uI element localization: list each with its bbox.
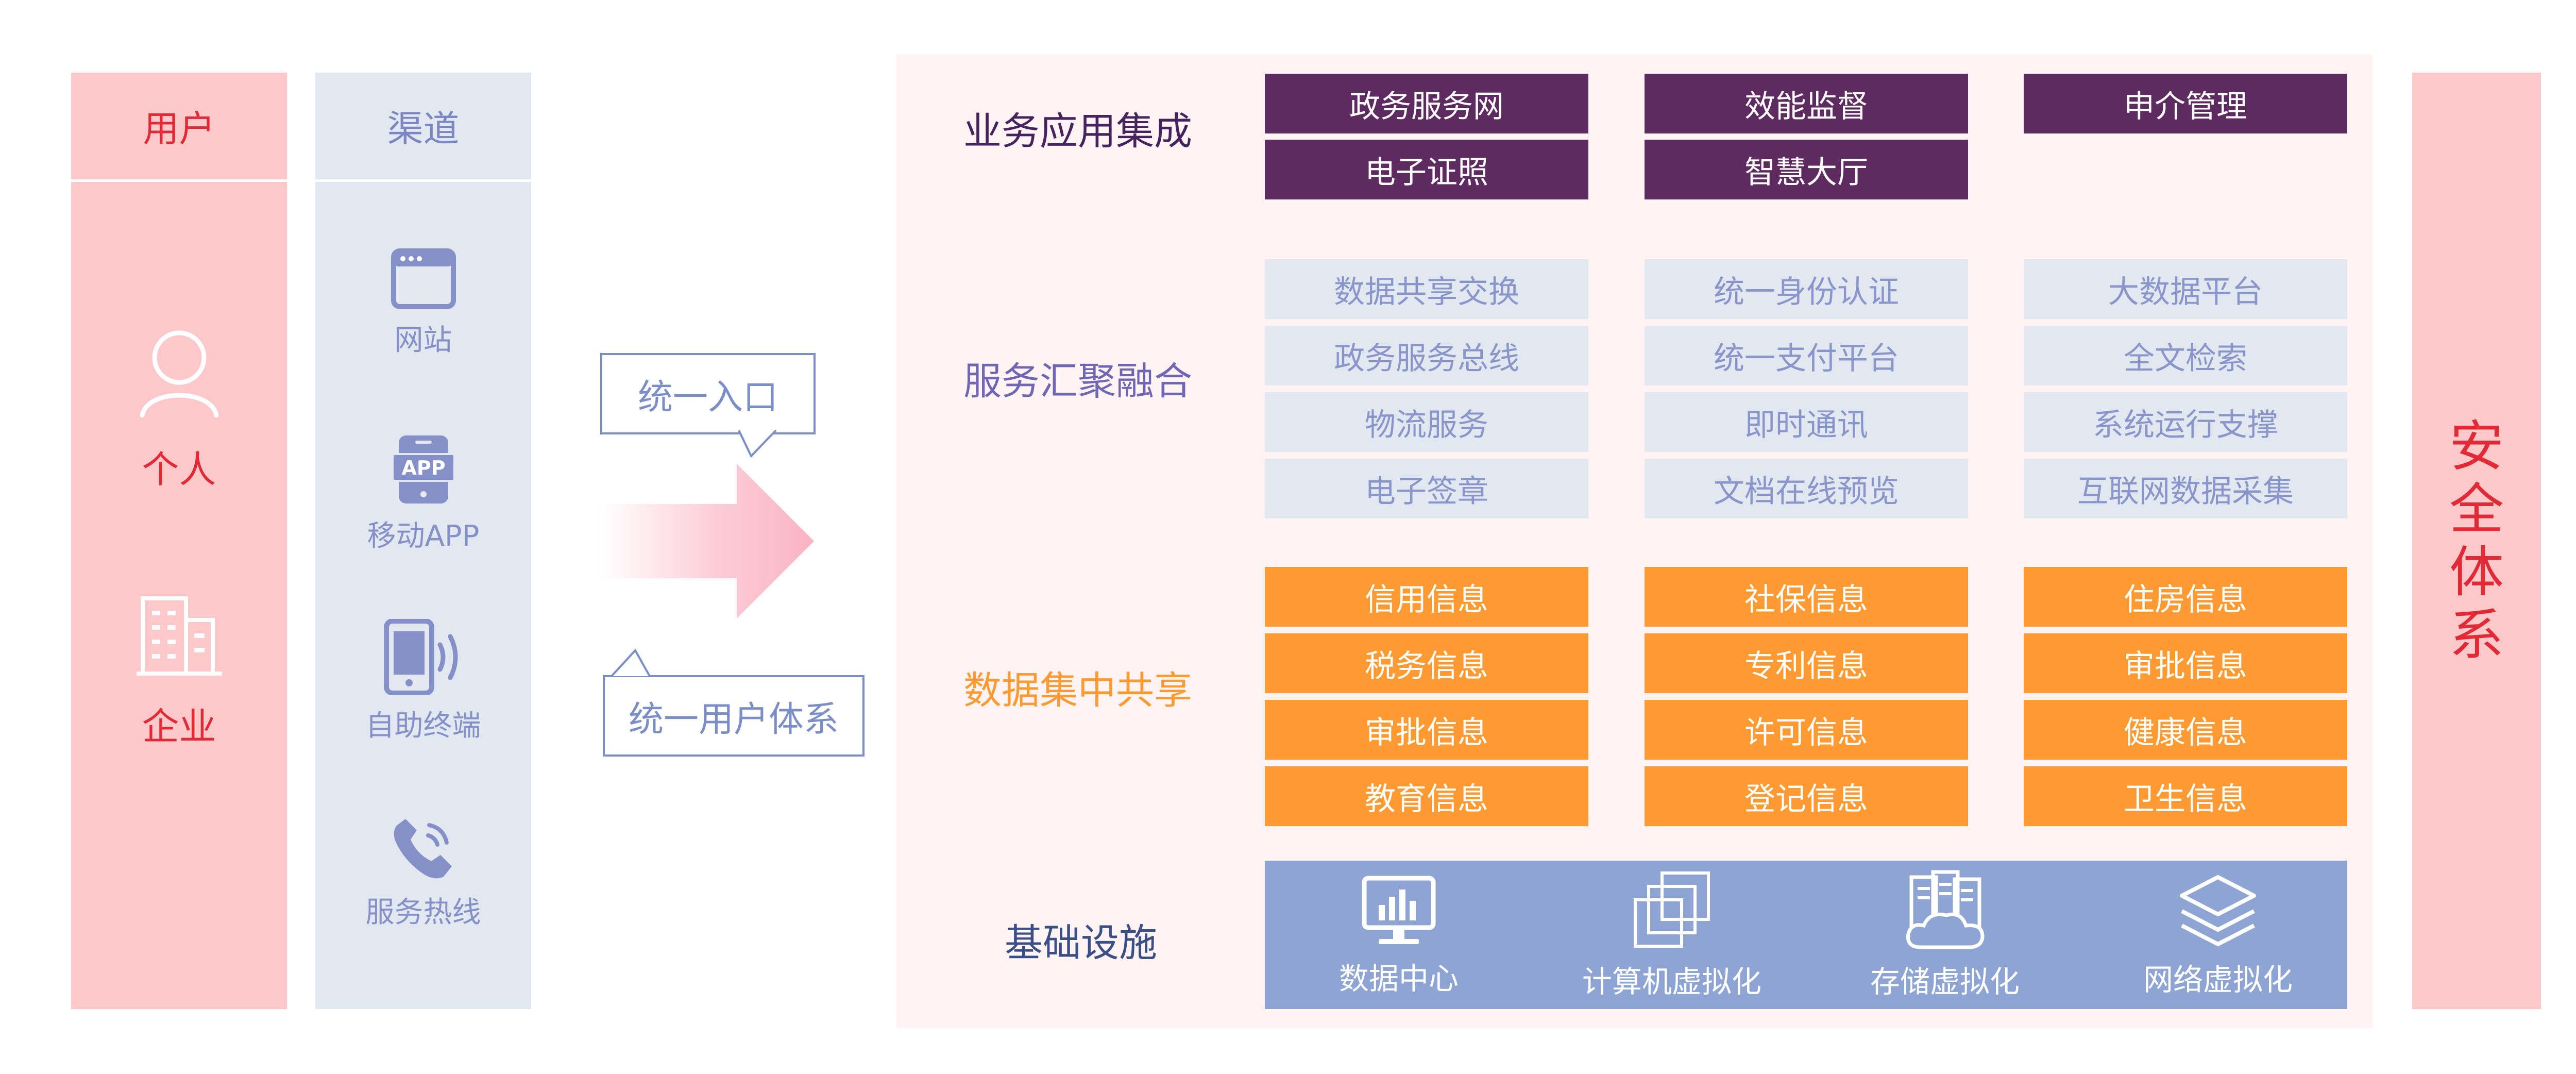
- data-cell: 专利信息: [1645, 633, 1968, 693]
- infra-item-compute-virtualization: 计算机虚拟化: [1564, 861, 1780, 1009]
- callout-unified-entry: 统一入口: [600, 353, 816, 434]
- callout-unified-user-system: 统一用户体系: [603, 675, 865, 757]
- service-cell: 即时通讯: [1645, 392, 1968, 452]
- service-cell: 系统运行支撑: [2024, 392, 2347, 452]
- user-item-individual: 个人: [71, 328, 287, 493]
- callout-tail-entry: [738, 429, 777, 458]
- stacked-squares-icon: [1634, 871, 1710, 948]
- data-cell: 登记信息: [1645, 766, 1968, 826]
- phone-hotline-icon: [394, 819, 452, 879]
- data-cell: 审批信息: [2024, 633, 2347, 693]
- infra-label-network-virtualization: 网络虚拟化: [2143, 962, 2293, 997]
- service-cell: 互联网数据采集: [2024, 459, 2347, 518]
- building-icon: [136, 596, 222, 676]
- infra-label-storage-virtualization: 存储虚拟化: [1870, 964, 2020, 999]
- business-cell: 效能监督: [1645, 74, 1968, 133]
- infra-item-data-center: 数据中心: [1291, 861, 1507, 1009]
- cloud-storage-icon: [1906, 870, 1985, 949]
- app-badge-text: APP: [401, 457, 445, 479]
- layer-title-infra: 基础设施: [1005, 921, 1157, 965]
- layer-title-service: 服务汇聚融合: [963, 359, 1192, 404]
- service-cell: 政务服务总线: [1265, 326, 1588, 385]
- channels-header: 渠道: [315, 73, 531, 182]
- data-cell: 审批信息: [1265, 700, 1588, 760]
- service-cell: 全文检索: [2024, 326, 2347, 385]
- channel-label-app: 移动APP: [367, 519, 480, 553]
- user-label-individual: 个人: [142, 448, 216, 491]
- business-cell: 申介管理: [2024, 74, 2347, 133]
- security-column: 安全体系: [2412, 73, 2541, 1009]
- data-cell: 卫生信息: [2024, 766, 2347, 826]
- channel-item-app: APP 移动APP: [315, 433, 531, 555]
- service-cell: 统一支付平台: [1645, 326, 1968, 385]
- infra-label-data-center: 数据中心: [1338, 961, 1459, 996]
- data-cell: 信用信息: [1265, 567, 1588, 627]
- channel-label-website: 网站: [394, 324, 452, 357]
- data-cell: 税务信息: [1265, 633, 1588, 693]
- data-cell: 住房信息: [2024, 567, 2347, 627]
- service-cell: 大数据平台: [2024, 259, 2347, 319]
- app-phone-icon: APP: [391, 435, 455, 504]
- service-cell: 数据共享交换: [1265, 259, 1588, 319]
- channel-item-website: 网站: [315, 248, 531, 359]
- channels-column: 渠道 网站 APP 移动APP: [315, 73, 531, 1009]
- infra-item-network-virtualization: 网络虚拟化: [2110, 861, 2326, 1009]
- user-label-enterprise: 企业: [142, 705, 216, 748]
- person-icon: [140, 330, 218, 418]
- service-cell: 电子签章: [1265, 459, 1588, 518]
- service-cell: 物流服务: [1265, 392, 1588, 452]
- layer-title-data: 数据集中共享: [963, 668, 1192, 713]
- business-cell: 政务服务网: [1265, 74, 1588, 133]
- layers-icon: [2180, 875, 2256, 946]
- users-column: 用户 个人 企业: [71, 73, 287, 1009]
- infra-label-compute-virtualization: 计算机虚拟化: [1582, 964, 1761, 999]
- user-item-enterprise: 企业: [71, 588, 287, 750]
- business-cell: 智慧大厅: [1645, 140, 1968, 199]
- flow-arrow-icon: [598, 464, 814, 618]
- layer-title-business: 业务应用集成: [963, 109, 1192, 154]
- monitor-chart-icon: [1362, 876, 1436, 944]
- callout-tail-user-system: [611, 648, 651, 677]
- infrastructure-bar: 数据中心 计算机虚拟化 存储虚拟化: [1265, 861, 2347, 1009]
- business-cell: 电子证照: [1265, 140, 1588, 199]
- security-label: 安全体系: [2449, 414, 2504, 667]
- channel-item-kiosk: 自助终端: [315, 619, 531, 744]
- kiosk-terminal-icon: [383, 619, 457, 695]
- users-header: 用户: [71, 73, 287, 182]
- channel-item-hotline: 服务热线: [315, 815, 531, 931]
- service-cell: 统一身份认证: [1645, 259, 1968, 319]
- browser-window-icon: [391, 248, 456, 309]
- channel-label-hotline: 服务热线: [365, 896, 481, 929]
- infra-item-storage-virtualization: 存储虚拟化: [1837, 861, 2053, 1009]
- data-cell: 健康信息: [2024, 700, 2347, 760]
- channel-label-kiosk: 自助终端: [365, 709, 481, 743]
- service-cell: 文档在线预览: [1645, 459, 1968, 518]
- data-cell: 教育信息: [1265, 766, 1588, 826]
- data-cell: 许可信息: [1645, 700, 1968, 760]
- data-cell: 社保信息: [1645, 567, 1968, 627]
